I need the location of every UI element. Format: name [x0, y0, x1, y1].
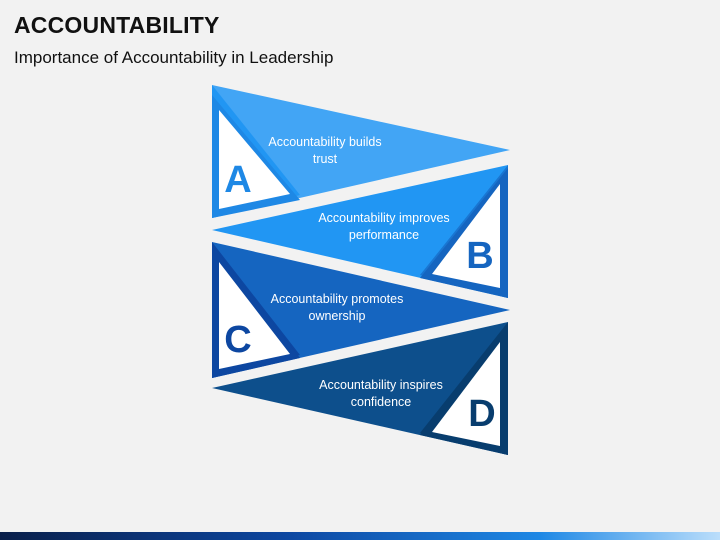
step-c-letter: C [224, 319, 251, 361]
step-d: D Accountability inspires confidence [212, 322, 508, 455]
step-a-triangle [219, 110, 290, 209]
footer-bar [0, 532, 720, 540]
step-c-text-line-2: ownership [309, 309, 366, 323]
step-a-text-line-1: Accountability builds [268, 135, 381, 149]
step-b-triangle [432, 184, 500, 288]
slide-title: ACCOUNTABILITY [14, 12, 220, 38]
step-b-text-line-1: Accountability improves [318, 211, 449, 225]
step-c-triangle [219, 262, 290, 369]
step-d-triangle [432, 342, 500, 446]
step-c-text-line-1: Accountability promotes [271, 292, 404, 306]
step-a: A Accountability builds trust [212, 85, 510, 218]
step-a-letter: A [224, 159, 251, 201]
step-b-text-line-2: performance [349, 228, 419, 242]
step-d-letter: D [468, 393, 495, 435]
step-a-text-line-2: trust [313, 152, 338, 166]
step-d-text-line-1: Accountability inspires [319, 378, 443, 392]
step-b: B Accountability improves performance [212, 165, 508, 298]
slide-subtitle: Importance of Accountability in Leadersh… [14, 48, 334, 67]
step-c: C Accountability promotes ownership [212, 242, 510, 378]
step-b-letter: B [466, 235, 493, 277]
step-d-text-line-2: confidence [351, 395, 412, 409]
